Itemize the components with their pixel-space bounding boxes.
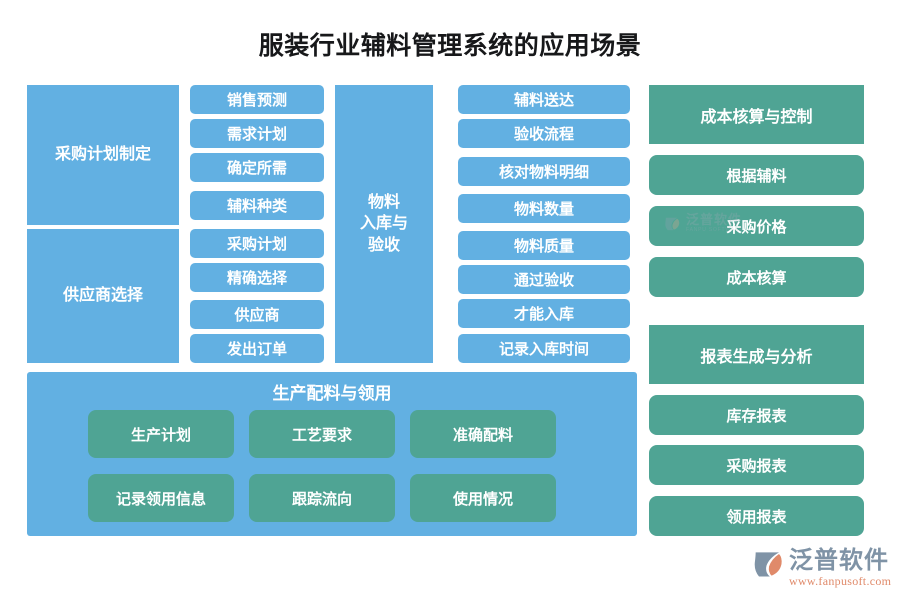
tile-record-requisition-info[interactable]: 记录领用信息 [88,474,234,522]
page-title: 服装行业辅料管理系统的应用场景 [258,32,642,60]
group-header-line-2: 入库与 [359,215,408,233]
tile-production-plan[interactable]: 生产计划 [88,410,234,458]
item-cost-accounting[interactable]: 成本核算 [649,257,864,297]
tile-accurate-dispensing[interactable]: 准确配料 [410,410,556,458]
item-record-inbound-time[interactable]: 记录入库时间 [458,334,630,363]
item-inspection-process[interactable]: 验收流程 [458,119,630,148]
group-header-cost-accounting-control[interactable]: 成本核算与控制 [649,85,864,144]
item-purchase-plan[interactable]: 采购计划 [190,229,324,258]
brand-logo-url: www.fanpusoft.com [789,574,892,589]
item-pass-inspection[interactable]: 通过验收 [458,265,630,294]
item-confirm-needs[interactable]: 确定所需 [190,153,324,182]
item-requisition-report[interactable]: 领用报表 [649,496,864,536]
item-purchase-report[interactable]: 采购报表 [649,445,864,485]
item-material-quality[interactable]: 物料质量 [458,231,630,260]
panel-production-title: 生产配料与领用 [272,384,392,403]
tile-usage-status[interactable]: 使用情况 [410,474,556,522]
group-header-report-generation-analysis[interactable]: 报表生成与分析 [649,325,864,384]
group-header-line-3: 验收 [367,236,400,254]
tile-process-requirements[interactable]: 工艺要求 [249,410,395,458]
item-accessory-types[interactable]: 辅料种类 [190,191,324,220]
item-material-quantity[interactable]: 物料数量 [458,194,630,223]
brand-logo: 泛普软件 www.fanpusoft.com [752,548,892,594]
group-header-line-1: 物料 [367,193,400,211]
item-purchase-price[interactable]: 采购价格 [649,206,864,246]
group-header-material-inbound-inspection[interactable]: 物料 入库与 验收 [335,85,433,363]
group-header-supplier-selection[interactable]: 供应商选择 [27,229,179,363]
item-verify-material-details[interactable]: 核对物料明细 [458,157,630,186]
item-then-warehouse[interactable]: 才能入库 [458,299,630,328]
item-demand-plan[interactable]: 需求计划 [190,119,324,148]
item-based-on-accessories[interactable]: 根据辅料 [649,155,864,195]
item-accessory-delivered[interactable]: 辅料送达 [458,85,630,114]
fanpu-brand-icon [754,552,782,577]
item-issue-order[interactable]: 发出订单 [190,334,324,363]
item-precise-selection[interactable]: 精确选择 [190,263,324,292]
tile-track-flow[interactable]: 跟踪流向 [249,474,395,522]
brand-logo-name: 泛普软件 [789,547,889,574]
group-header-purchase-plan[interactable]: 采购计划制定 [27,85,179,225]
item-sales-forecast[interactable]: 销售预测 [190,85,324,114]
item-inventory-report[interactable]: 库存报表 [649,395,864,435]
item-supplier[interactable]: 供应商 [190,300,324,329]
